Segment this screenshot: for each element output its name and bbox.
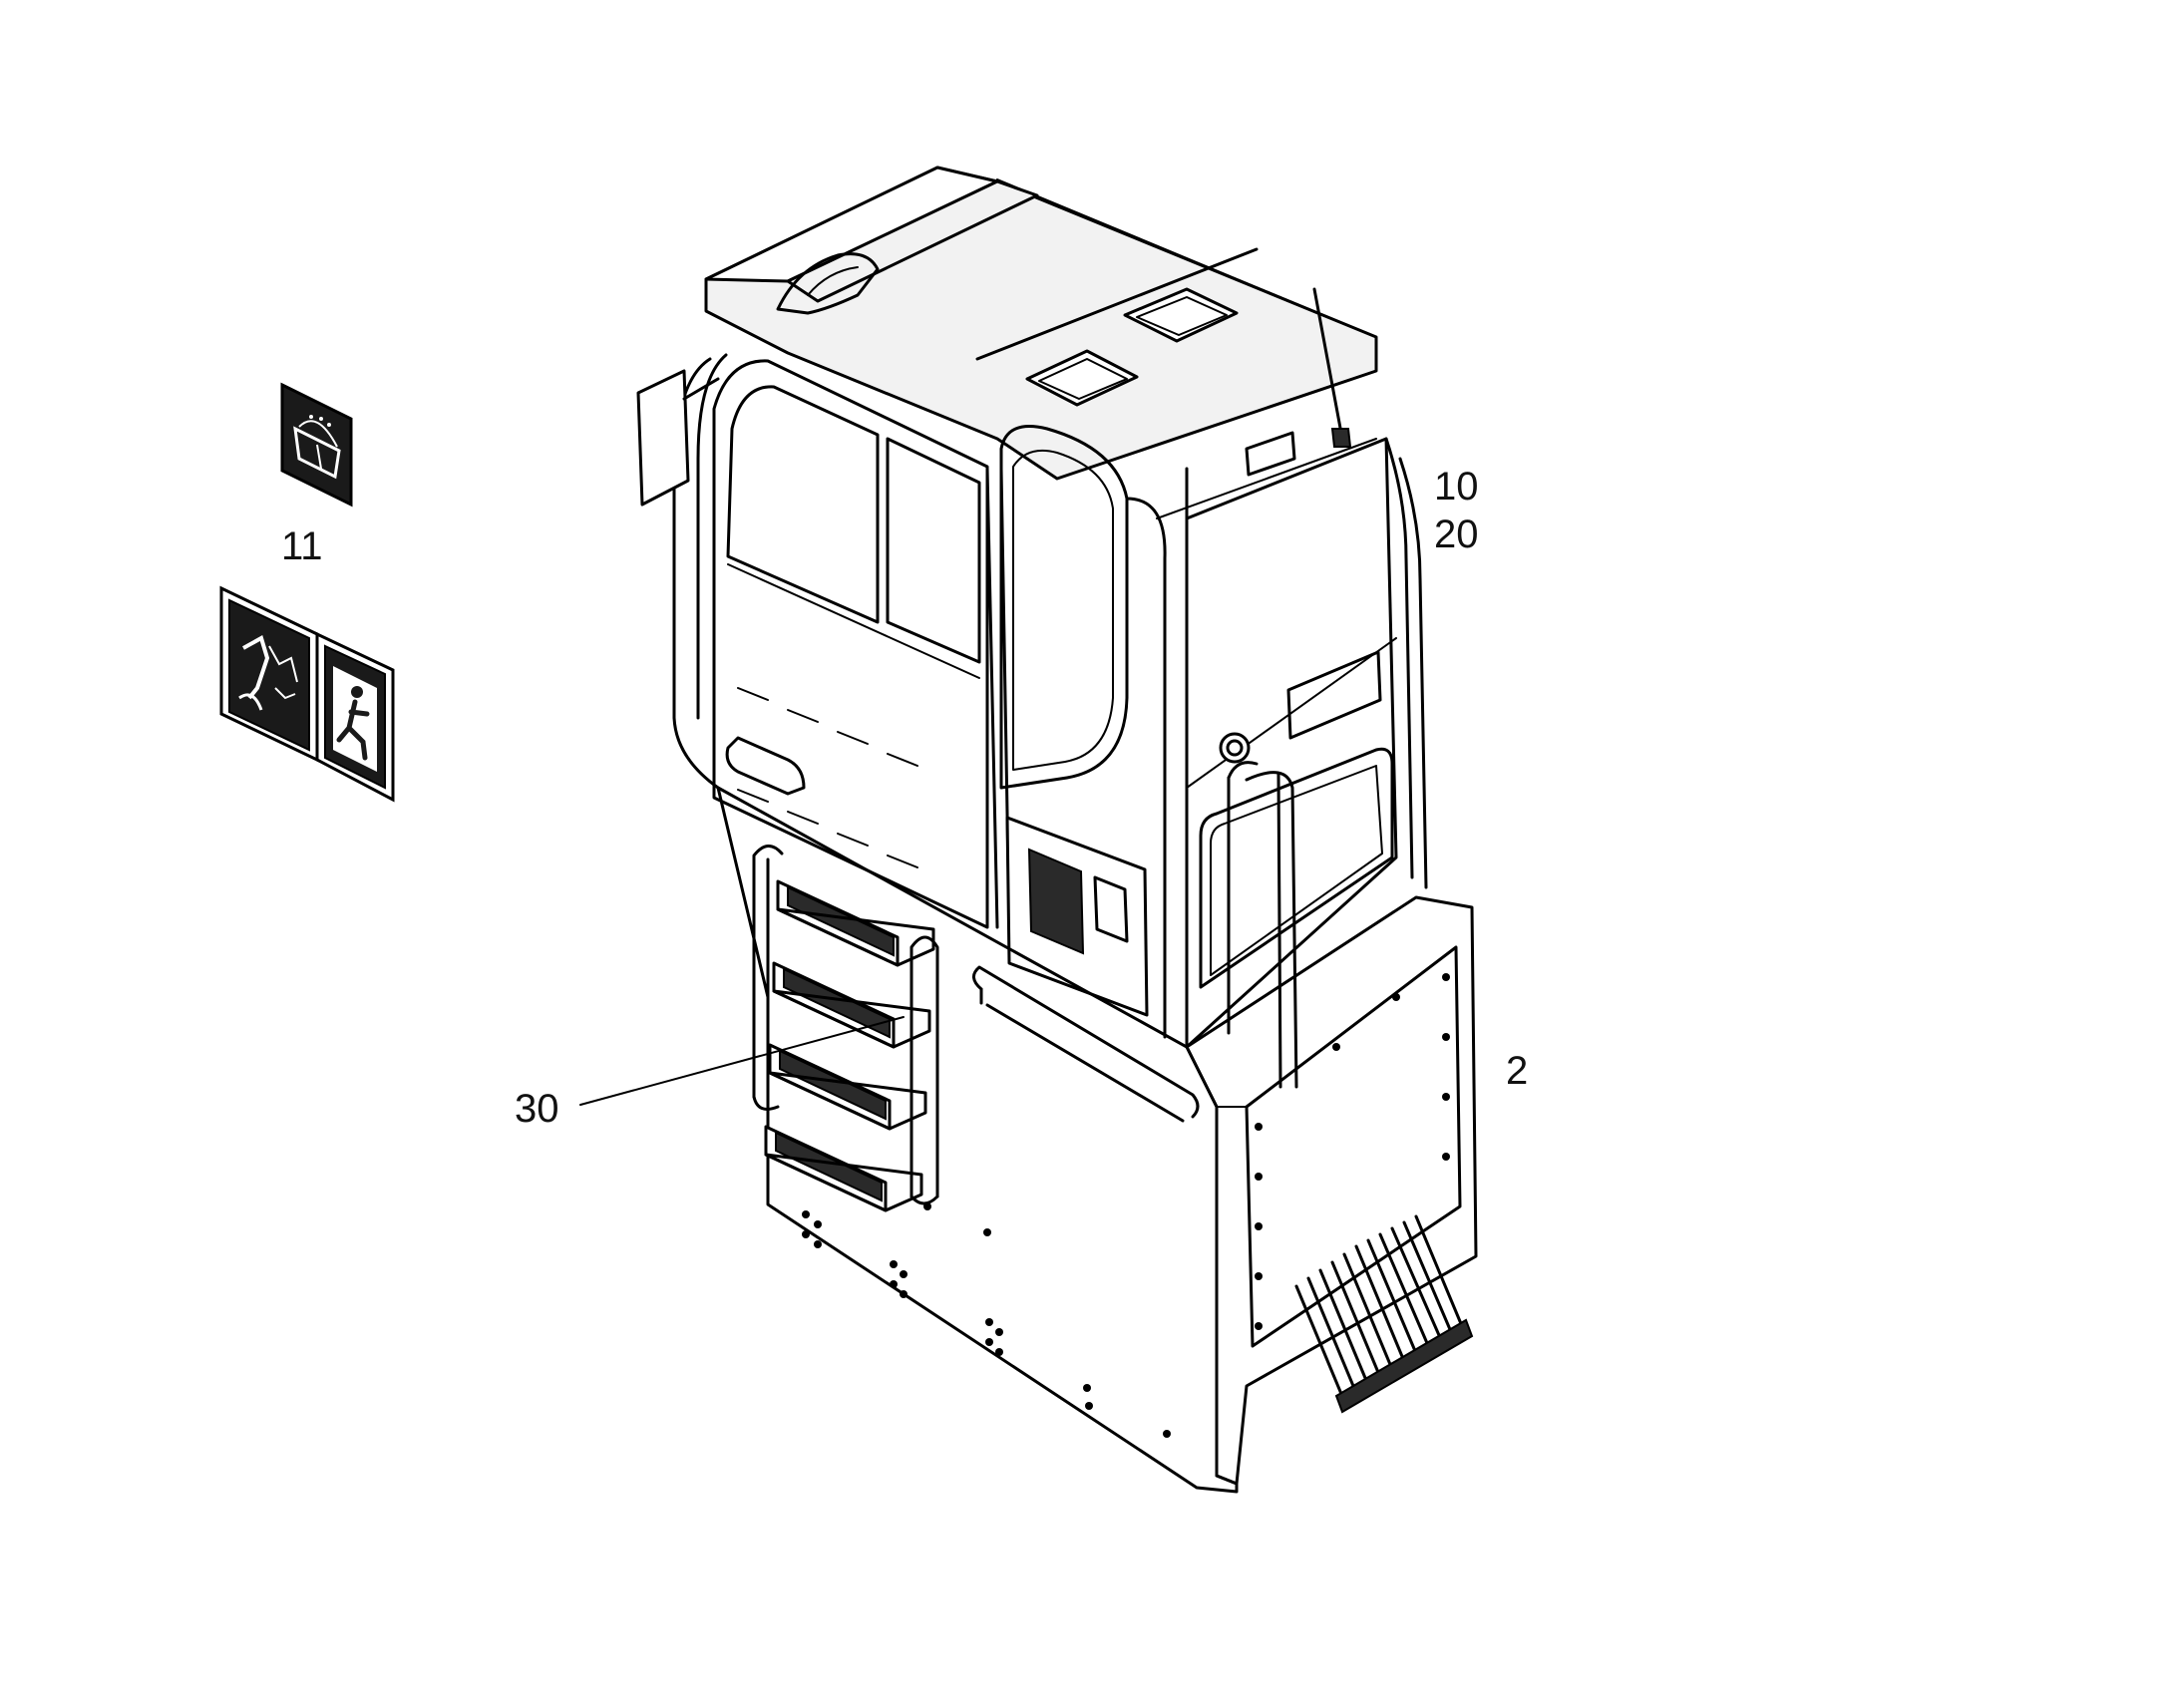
hammer-glass-decal-icon <box>219 585 319 763</box>
callout-30: 30 <box>515 1087 559 1131</box>
cab-roof <box>704 166 1378 519</box>
callout-10: 10 <box>1434 465 1479 509</box>
callout-2: 2 <box>1506 1049 1529 1093</box>
callout-20: 20 <box>1434 512 1479 556</box>
windshield-washer-decal-icon <box>280 382 353 508</box>
access-steps <box>752 845 939 1212</box>
side-handrail <box>972 965 1200 1123</box>
cab-body <box>636 353 1428 1089</box>
hydraulic-hoses <box>1294 1214 1474 1414</box>
leader-line-30 <box>579 1016 905 1106</box>
emergency-exit-decal-icon <box>315 631 395 803</box>
callout-11: 11 <box>281 524 323 568</box>
